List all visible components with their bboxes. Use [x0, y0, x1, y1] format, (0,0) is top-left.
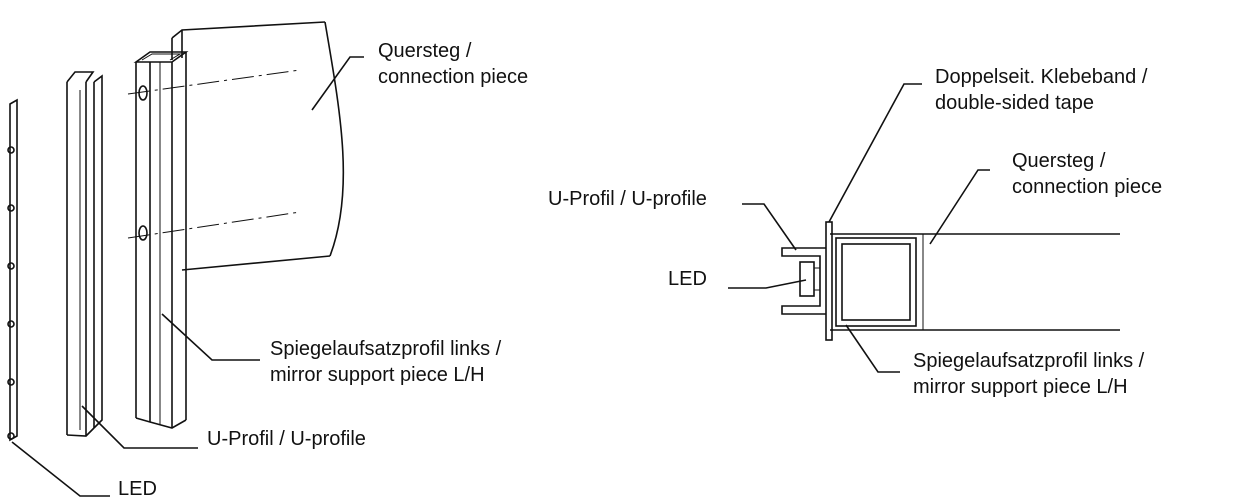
- label-spiegelaufsatz-right-line2: mirror support piece L/H: [913, 376, 1128, 398]
- label-led-right-line1: LED: [668, 268, 707, 290]
- label-spiegelaufsatz-right-line1: Spiegelaufsatzprofil links /: [913, 350, 1145, 372]
- label-tape-right-line2: double-sided tape: [935, 92, 1095, 114]
- section-view-drawing: [781, 221, 1120, 341]
- label-tape-right: Doppelseit. Klebeband / double-sided tap…: [935, 64, 1147, 116]
- label-spiegelaufsatz-left: Spiegelaufsatzprofil links / mirror supp…: [270, 336, 501, 388]
- led-strip-drawing: [7, 98, 18, 442]
- label-quersteg-left-line1: Quersteg /: [378, 40, 472, 62]
- label-spiegelaufsatz-right: Spiegelaufsatzprofil links / mirror supp…: [913, 348, 1144, 400]
- label-uprofil-right-line1: U-Profil / U-profile: [548, 188, 707, 210]
- label-led-left: LED: [118, 476, 157, 502]
- label-quersteg-left-line2: connection piece: [378, 66, 529, 88]
- connection-piece-drawing: [171, 21, 345, 271]
- label-uprofil-left-line1: U-Profil / U-profile: [207, 428, 366, 450]
- center-lines: [127, 69, 301, 239]
- label-uprofil-right: U-Profil / U-profile: [548, 186, 707, 212]
- label-quersteg-right: Quersteg / connection piece: [1012, 148, 1162, 200]
- label-uprofil-left: U-Profil / U-profile: [207, 426, 366, 452]
- label-led-left-line1: LED: [118, 478, 157, 500]
- label-led-right: LED: [668, 266, 707, 292]
- label-tape-right-line1: Doppelseit. Klebeband /: [935, 66, 1148, 88]
- label-quersteg-right-line2: connection piece: [1012, 176, 1163, 198]
- u-profile-drawing: [66, 71, 103, 437]
- left-leader-lines: [11, 56, 364, 497]
- label-spiegelaufsatz-left-line2: mirror support piece L/H: [270, 364, 485, 386]
- label-spiegelaufsatz-left-line1: Spiegelaufsatzprofil links /: [270, 338, 502, 360]
- right-leader-lines: [728, 83, 990, 373]
- label-quersteg-left: Quersteg / connection piece: [378, 38, 528, 90]
- mirror-support-profile-drawing: [133, 51, 189, 429]
- label-quersteg-right-line1: Quersteg /: [1012, 150, 1106, 172]
